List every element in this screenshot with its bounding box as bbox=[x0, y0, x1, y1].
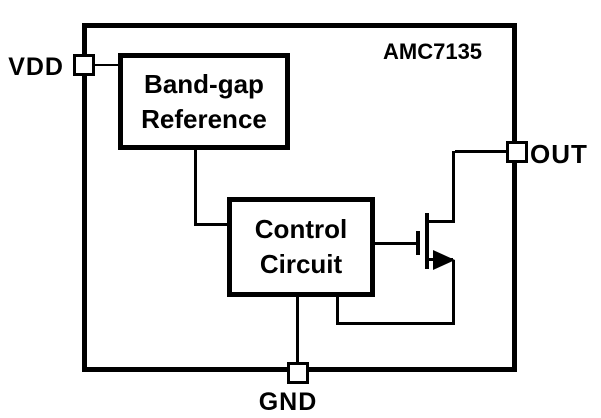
wire-feedback-bottom bbox=[338, 322, 455, 325]
gnd-pin-label: GND bbox=[258, 388, 318, 416]
wire-bandgap-down bbox=[194, 148, 197, 226]
control-circuit-block: Control Circuit bbox=[227, 197, 375, 297]
control-label-line1: Control bbox=[254, 214, 348, 244]
out-pin bbox=[506, 141, 528, 163]
mosfet-channel-bar bbox=[425, 213, 429, 269]
bandgap-label-line2: Reference bbox=[141, 103, 267, 134]
wire-drain-vertical bbox=[452, 151, 455, 223]
wire-source-vertical bbox=[452, 260, 455, 325]
out-pin-label: OUT bbox=[530, 139, 588, 169]
gnd-pin bbox=[287, 362, 309, 384]
wire-vdd-to-bandgap bbox=[95, 64, 119, 66]
vdd-pin-label: VDD bbox=[8, 53, 64, 81]
wire-drain-horizontal bbox=[428, 220, 453, 223]
bandgap-reference-block: Band-gap Reference bbox=[118, 53, 290, 150]
mosfet-gate-bar bbox=[416, 231, 420, 255]
wire-feedback-to-control bbox=[336, 295, 339, 325]
bandgap-label-line1: Band-gap bbox=[144, 68, 264, 99]
wire-bandgap-to-control bbox=[194, 223, 228, 226]
wire-control-to-gate bbox=[374, 242, 417, 245]
vdd-pin bbox=[73, 54, 95, 76]
wire-out bbox=[455, 150, 507, 153]
chip-label: AMC7135 bbox=[383, 39, 483, 64]
mosfet-source-arrow-icon bbox=[433, 250, 455, 270]
wire-control-to-gnd bbox=[296, 295, 299, 363]
control-label-line2: Circuit bbox=[259, 249, 343, 279]
